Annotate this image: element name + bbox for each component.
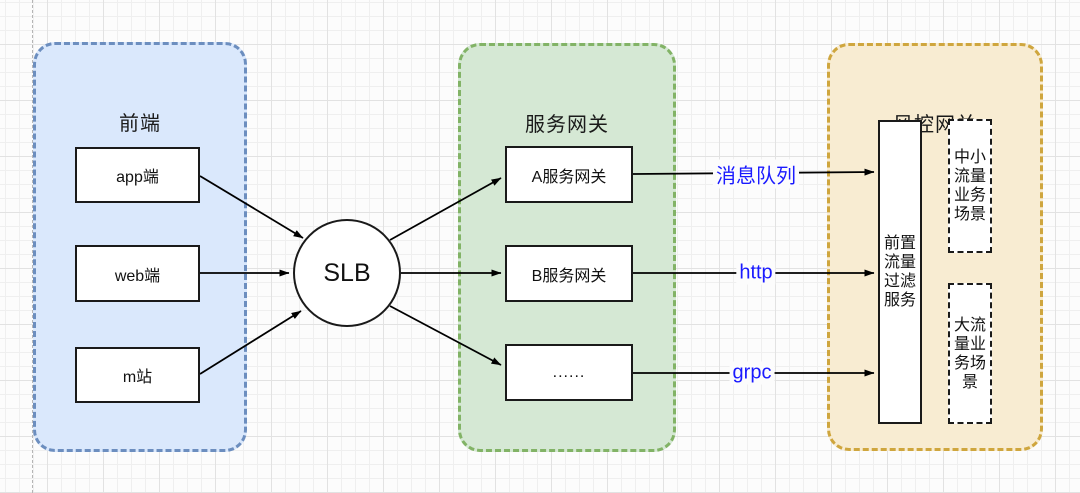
group-risk-gateway: 风控网关	[827, 43, 1043, 451]
edge-label-message-queue: 消息队列	[713, 159, 799, 189]
page-divider-line	[32, 0, 33, 493]
node-slb: SLB	[293, 219, 401, 327]
node-gateway-b: B服务网关	[505, 245, 633, 302]
edge-label-http: http	[736, 261, 776, 285]
node-m-site: m站	[75, 347, 200, 403]
node-gateway-more: ......	[505, 344, 633, 401]
group-risk-gateway-title: 风控网关	[893, 114, 977, 136]
node-web-client: web端	[75, 245, 200, 302]
node-gateway-a: A服务网关	[505, 146, 633, 203]
node-filter-service: 前置流量过滤服务	[878, 120, 922, 424]
edge-label-grpc: grpc	[729, 361, 775, 385]
group-service-gateway-title: 服务网关	[525, 114, 609, 136]
group-frontend-title: 前端	[119, 113, 161, 135]
node-scenario-small-medium-traffic: 中小流量业务场景	[948, 119, 992, 253]
node-scenario-large-traffic: 大流量业务场景	[948, 283, 992, 424]
node-app-client: app端	[75, 147, 200, 203]
